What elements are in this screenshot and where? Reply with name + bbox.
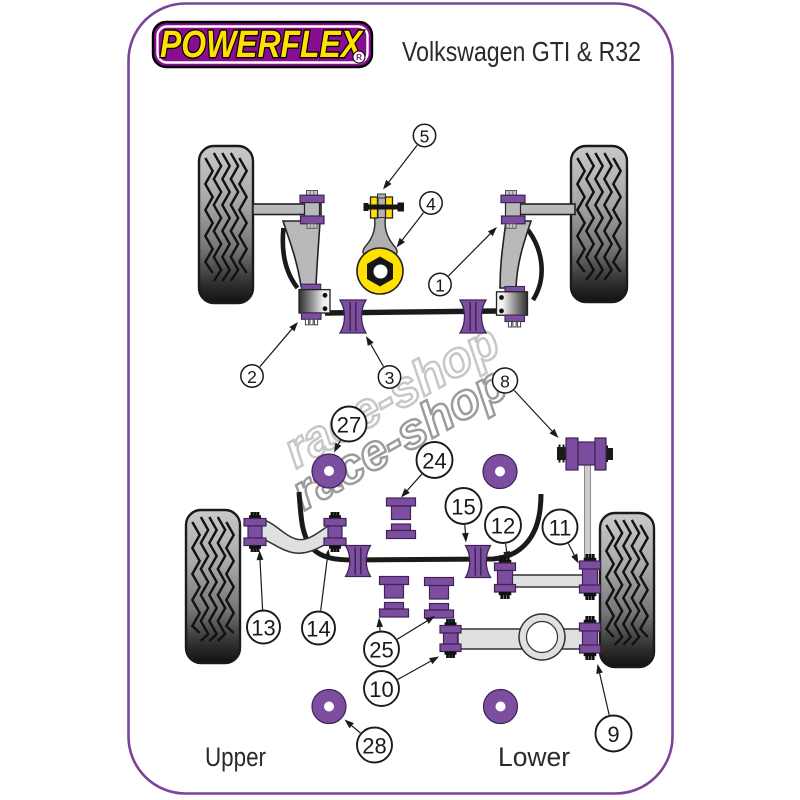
svg-text:11: 11 (549, 516, 572, 541)
svg-text:28: 28 (362, 734, 386, 759)
svg-text:24: 24 (422, 449, 446, 474)
svg-text:2: 2 (247, 367, 257, 387)
svg-text:Volkswagen GTI & R32: Volkswagen GTI & R32 (402, 36, 641, 67)
svg-text:25: 25 (369, 638, 393, 663)
svg-text:3: 3 (385, 368, 395, 388)
svg-text:10: 10 (369, 677, 393, 702)
svg-text:Lower: Lower (498, 742, 570, 772)
svg-text:9: 9 (607, 722, 619, 747)
svg-text:Upper: Upper (205, 742, 266, 772)
svg-text:27: 27 (337, 413, 361, 438)
svg-text:15: 15 (451, 495, 475, 520)
svg-text:R: R (356, 53, 362, 62)
svg-text:13: 13 (251, 616, 275, 641)
svg-text:POWERFLEX: POWERFLEX (160, 24, 364, 66)
svg-text:4: 4 (426, 194, 436, 214)
svg-text:8: 8 (500, 372, 510, 392)
svg-text:14: 14 (306, 617, 330, 642)
svg-text:12: 12 (491, 514, 515, 539)
svg-text:1: 1 (435, 276, 445, 296)
svg-text:5: 5 (420, 127, 430, 147)
